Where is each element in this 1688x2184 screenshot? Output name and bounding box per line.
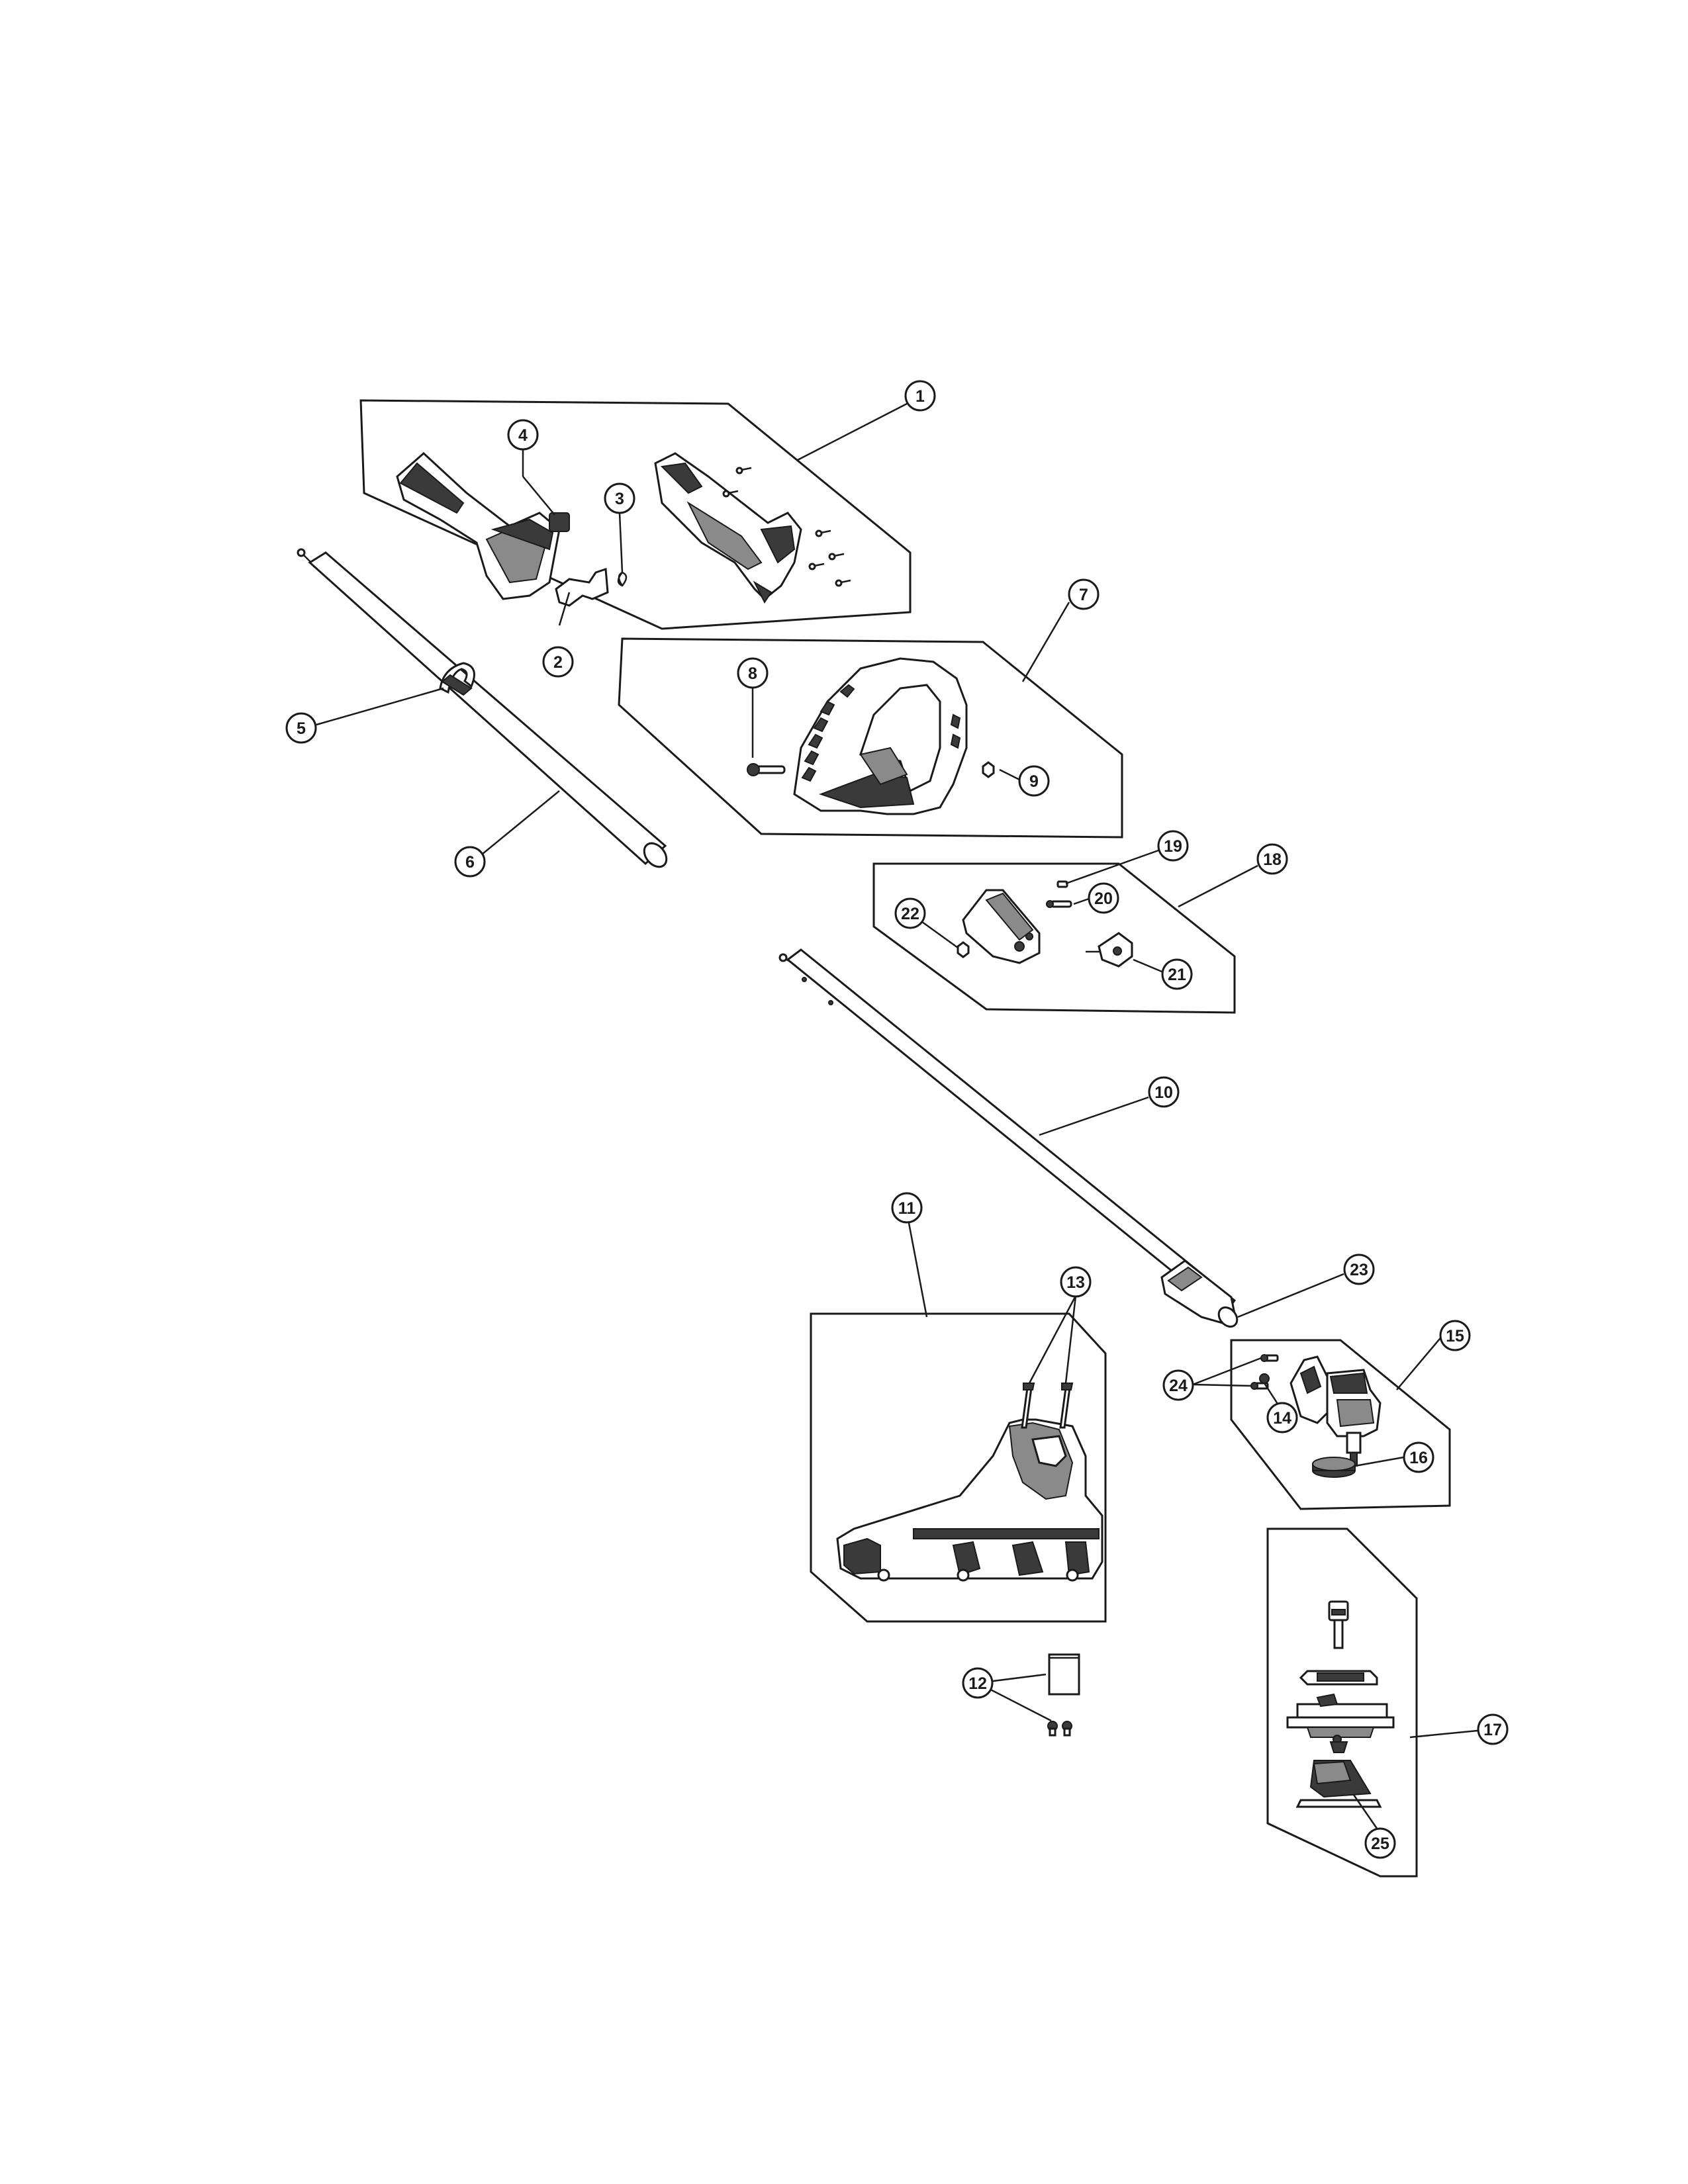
coupler-nut xyxy=(957,941,970,958)
stop-switch xyxy=(549,512,570,532)
callout-11: 11 xyxy=(891,1192,923,1224)
svg-text:22: 22 xyxy=(901,905,919,923)
callout-13: 13 xyxy=(1060,1266,1092,1298)
callout-24: 24 xyxy=(1162,1369,1194,1401)
trimmer-head-group xyxy=(1266,1527,1418,1878)
trimmer-head-box xyxy=(1266,1527,1418,1878)
head-adapter-bolt xyxy=(1328,1600,1349,1649)
callout-15: 15 xyxy=(1439,1320,1471,1351)
line-cutter-group xyxy=(1047,1653,1080,1737)
callout-20: 20 xyxy=(1088,882,1119,914)
svg-text:1: 1 xyxy=(915,387,925,406)
head-cover-disc xyxy=(1299,1670,1378,1686)
svg-text:24: 24 xyxy=(1169,1377,1188,1395)
handle-assembly-box xyxy=(359,399,912,630)
svg-text:6: 6 xyxy=(465,853,475,872)
svg-text:10: 10 xyxy=(1154,1083,1173,1102)
callout-21: 21 xyxy=(1161,958,1193,990)
lower-shaft-tube xyxy=(786,948,1237,1316)
svg-text:9: 9 xyxy=(1029,772,1039,791)
svg-text:3: 3 xyxy=(615,490,624,508)
callout-19: 19 xyxy=(1157,830,1189,862)
svg-text:2: 2 xyxy=(553,653,563,672)
coupler-screw-19 xyxy=(1056,880,1068,888)
svg-text:5: 5 xyxy=(297,719,306,738)
callout-7: 7 xyxy=(1068,578,1100,610)
coupler-group xyxy=(872,862,1236,1014)
handle-assembly-group xyxy=(359,399,912,630)
svg-text:11: 11 xyxy=(898,1199,916,1218)
leader-lines xyxy=(316,402,1478,1834)
handle-screws xyxy=(722,467,851,587)
callout-25: 25 xyxy=(1364,1827,1396,1859)
svg-text:20: 20 xyxy=(1094,889,1113,908)
callout-9: 9 xyxy=(1018,765,1050,797)
callout-1: 1 xyxy=(904,380,936,412)
callout-8: 8 xyxy=(737,657,769,689)
callout-16: 16 xyxy=(1403,1441,1434,1473)
trimmer-guard xyxy=(836,1418,1103,1582)
lower-shaft-group xyxy=(778,948,1239,1328)
upper-shaft-group xyxy=(297,548,668,868)
head-base-spool xyxy=(1295,1760,1382,1808)
svg-text:23: 23 xyxy=(1350,1261,1368,1279)
callout-4: 4 xyxy=(507,419,539,451)
head-bump-knob xyxy=(1329,1741,1348,1753)
callout-14: 14 xyxy=(1266,1402,1298,1433)
trigger-spring xyxy=(617,571,628,587)
svg-text:16: 16 xyxy=(1409,1449,1428,1467)
svg-text:4: 4 xyxy=(518,426,528,445)
upper-shaft-tube xyxy=(308,551,667,866)
aux-handle-box xyxy=(618,637,1123,839)
retainer-washer xyxy=(1312,1457,1356,1478)
svg-text:7: 7 xyxy=(1079,586,1088,604)
aux-handle-bolt xyxy=(747,763,786,776)
aux-handle-grip-ribs xyxy=(801,684,961,782)
callout-2: 2 xyxy=(542,646,574,678)
callout-3: 3 xyxy=(604,482,635,514)
svg-text:14: 14 xyxy=(1273,1409,1291,1428)
svg-text:21: 21 xyxy=(1168,966,1186,984)
svg-text:18: 18 xyxy=(1263,850,1282,869)
handle-right-half xyxy=(654,452,802,604)
callout-23: 23 xyxy=(1343,1253,1375,1285)
aux-handle-nut xyxy=(982,761,995,778)
svg-text:12: 12 xyxy=(968,1674,987,1693)
guard-group xyxy=(810,1312,1107,1623)
callout-17: 17 xyxy=(1477,1713,1509,1745)
head-spool-housing xyxy=(1286,1693,1395,1744)
aux-handle-group xyxy=(618,637,1123,839)
aux-handle xyxy=(793,657,968,815)
gearbox-group xyxy=(1230,1339,1451,1510)
guard-screws xyxy=(1021,1383,1074,1429)
line-cutter-blade xyxy=(1048,1653,1080,1696)
svg-text:25: 25 xyxy=(1371,1835,1389,1853)
callout-6: 6 xyxy=(454,846,486,878)
svg-text:13: 13 xyxy=(1066,1273,1085,1292)
callout-10: 10 xyxy=(1148,1076,1180,1108)
callout-12: 12 xyxy=(962,1667,994,1699)
callout-22: 22 xyxy=(894,897,926,929)
svg-text:19: 19 xyxy=(1164,837,1182,856)
guard-box xyxy=(810,1312,1107,1623)
gearbox-box xyxy=(1230,1339,1451,1510)
callout-18: 18 xyxy=(1256,843,1288,875)
handle-left-half xyxy=(396,451,561,600)
coupler-screw-20 xyxy=(1046,900,1072,908)
gearbox-housing xyxy=(1289,1355,1382,1467)
svg-text:17: 17 xyxy=(1483,1721,1502,1739)
line-cutter-screws xyxy=(1047,1721,1072,1737)
svg-text:15: 15 xyxy=(1446,1327,1464,1345)
coupler-body xyxy=(962,889,1041,964)
svg-text:8: 8 xyxy=(748,664,757,683)
coupler-box xyxy=(872,862,1236,1014)
coupler-knob xyxy=(1086,932,1133,968)
callout-5: 5 xyxy=(285,712,317,744)
